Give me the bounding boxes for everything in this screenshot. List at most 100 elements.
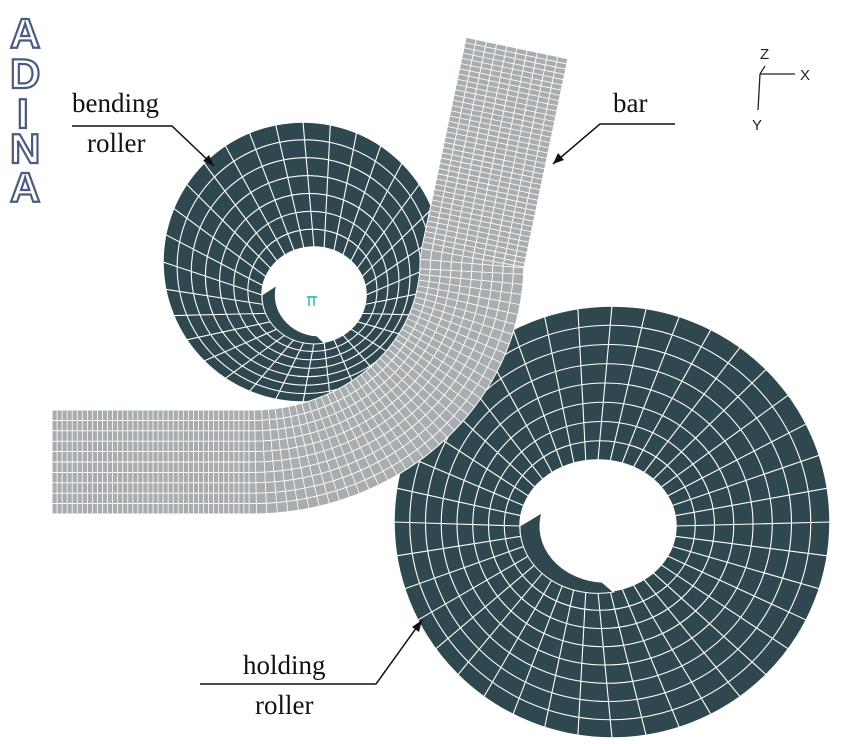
bar-mesh-cross xyxy=(419,268,524,275)
roller-mesh-spoke xyxy=(544,588,575,728)
bar-mesh-cross xyxy=(455,89,557,112)
roller-mesh-spoke xyxy=(275,124,305,249)
roller-mesh-spoke xyxy=(597,591,613,739)
bar-mesh-cross xyxy=(443,141,546,164)
bending-leader-line xyxy=(72,125,215,167)
bar-mesh-cross xyxy=(420,258,524,269)
holding-leader-line xyxy=(200,619,423,685)
bar-mesh-cross xyxy=(417,285,521,306)
roller-mesh-spoke xyxy=(361,208,433,278)
bar-mesh-cross xyxy=(411,307,510,345)
roller-mesh-spoke xyxy=(643,579,741,698)
roller-mesh-spoke xyxy=(652,368,767,480)
bar-mesh-cross xyxy=(404,323,497,373)
bar-mesh-cross xyxy=(320,396,360,494)
bending-roller-callout: bending roller xyxy=(72,88,215,167)
bar-mesh-cross xyxy=(338,388,389,481)
holding-roller-callout: holding roller xyxy=(200,619,423,720)
bar-mesh-cross xyxy=(379,357,455,431)
roller-mesh-spoke xyxy=(544,316,575,464)
bending-label-line2: roller xyxy=(87,128,145,158)
bar-mesh-cross xyxy=(274,408,289,512)
y-axis-line xyxy=(757,73,761,111)
bar-mesh-cross xyxy=(452,99,555,123)
bar-mesh-cross xyxy=(254,409,257,514)
roller-mesh-spoke xyxy=(674,487,828,517)
roller-mesh-spoke xyxy=(643,346,741,473)
bar-mesh-cross xyxy=(439,162,542,185)
roller-mesh-spoke xyxy=(672,454,820,507)
roller-mesh-spoke xyxy=(396,535,522,557)
roller-mesh-spoke xyxy=(609,591,647,736)
bar-mesh-cross xyxy=(459,68,562,91)
roller-mesh-spoke xyxy=(672,545,820,590)
bar-mesh-cross xyxy=(458,73,561,96)
roller-mesh-spoke xyxy=(577,591,587,736)
bar-mesh-cross xyxy=(441,152,544,175)
bar-mesh-cross xyxy=(375,362,448,438)
bar-mesh-cross xyxy=(425,230,528,254)
roller-mesh-spoke xyxy=(249,338,295,392)
roller-mesh-spoke xyxy=(621,316,680,464)
roller-mesh-spoke xyxy=(675,521,831,527)
roller-mesh-spoke xyxy=(577,308,587,461)
bar-mesh-cross xyxy=(428,215,531,238)
axis-label-z: Z xyxy=(760,46,769,63)
bar-mesh-cross xyxy=(445,136,548,159)
bar-mesh-cross xyxy=(436,178,539,201)
bar-mesh-cross xyxy=(442,147,545,170)
roller-mesh-spoke xyxy=(512,329,564,468)
roller-mesh-spoke xyxy=(224,145,286,256)
roller-mesh-spoke xyxy=(323,124,331,248)
bending-label-line1: bending xyxy=(72,88,159,118)
roller-mesh-spoke xyxy=(435,564,536,650)
bar-leader-line xyxy=(552,123,675,165)
bar-mesh-cross xyxy=(432,194,535,217)
roller-mesh-spoke xyxy=(652,572,767,676)
bar-mesh-cross xyxy=(332,391,380,486)
roller-mesh-spoke xyxy=(323,342,331,400)
roller-mesh-spoke xyxy=(660,564,789,650)
roller-mesh-spoke xyxy=(275,341,305,400)
holding-arrow-head xyxy=(412,620,422,632)
bar-mesh-cross xyxy=(426,225,529,248)
roller-mesh-spoke xyxy=(203,162,278,262)
bar-mesh-cross xyxy=(349,381,407,470)
roller-mesh-spoke xyxy=(483,579,553,698)
bar-mesh-cross xyxy=(401,328,492,382)
bar-mesh-cross xyxy=(440,157,543,180)
roller-mesh-spoke xyxy=(667,423,807,497)
bar-mesh-cross xyxy=(461,57,564,81)
roller-mesh-spoke xyxy=(302,121,315,248)
logo-letter-i: I xyxy=(17,90,29,137)
roller-mesh-spoke xyxy=(660,394,789,488)
roller-mesh-spoke xyxy=(609,308,647,461)
bar-mesh-cross xyxy=(437,173,540,196)
bar-mesh-cross xyxy=(370,366,440,445)
holding-label-line1: holding xyxy=(243,650,326,680)
bending-arrow-head xyxy=(203,155,214,166)
bar-mesh-cross xyxy=(449,115,552,138)
bar-mesh-cross xyxy=(261,409,268,514)
bar-mesh-cross xyxy=(427,220,530,243)
roller-mesh-spoke xyxy=(393,521,521,527)
bar-mesh-cross xyxy=(294,404,320,507)
logo-letter-a2: A xyxy=(10,164,40,211)
logo-letter-a1: A xyxy=(10,10,40,57)
bar-mesh-cross xyxy=(429,209,532,233)
bar-mesh-cross xyxy=(451,105,554,128)
bar-mesh-cross xyxy=(355,378,416,465)
z-axis-line xyxy=(759,65,766,75)
roller-mesh-spoke xyxy=(512,584,564,715)
roller-mesh-spoke xyxy=(621,588,680,728)
roller-mesh-spoke xyxy=(404,454,525,507)
roller-mesh-spoke xyxy=(632,584,712,715)
bar-arrow-head xyxy=(553,153,564,164)
bar-mesh-cross xyxy=(416,290,519,316)
roller-mesh-spoke xyxy=(632,329,712,468)
bar-label: bar xyxy=(613,88,647,118)
bar-mesh-cross xyxy=(419,274,523,285)
logo-letter-n: N xyxy=(10,125,40,172)
bar-mesh-cross xyxy=(424,236,527,259)
roller-mesh-spoke xyxy=(356,183,420,269)
